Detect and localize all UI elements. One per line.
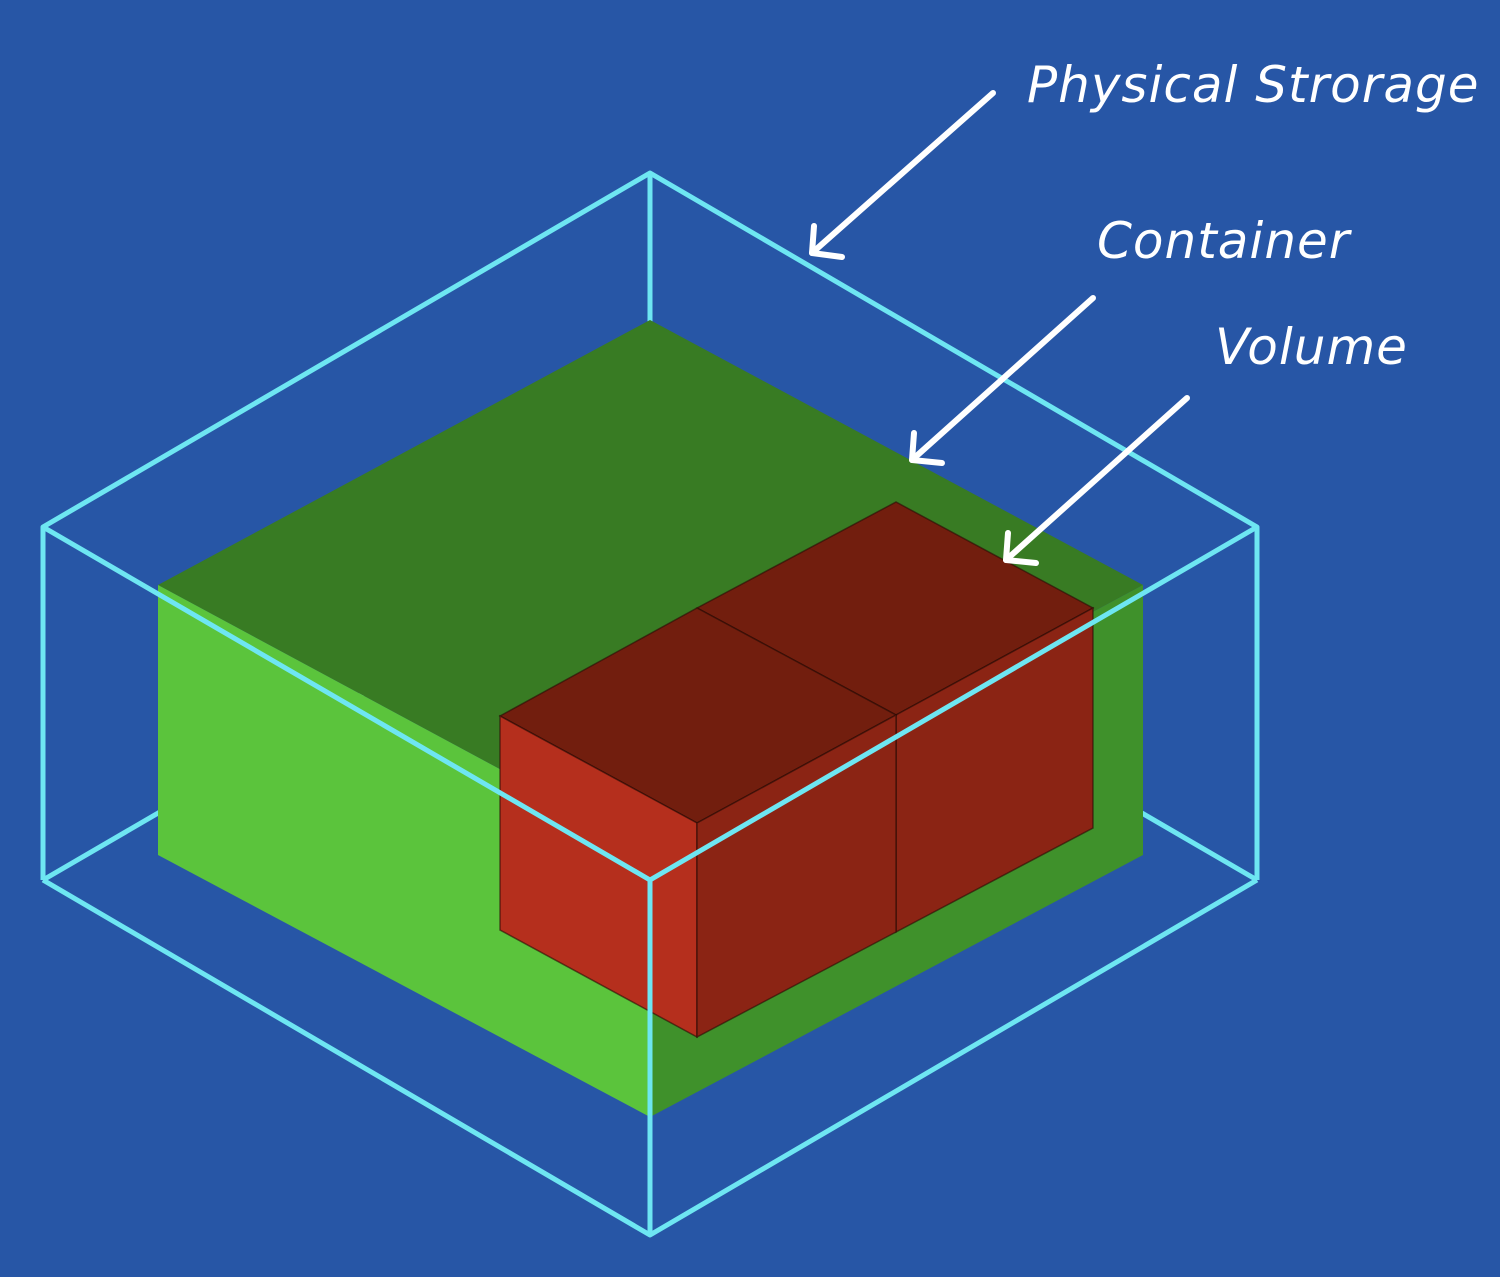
physical-storage-arrow xyxy=(809,90,996,260)
container-label: Container xyxy=(1097,212,1353,270)
volume-label: Volume xyxy=(1215,318,1408,376)
physical-storage-label: Physical Strorage xyxy=(1027,56,1479,114)
volume-front-right-face xyxy=(696,713,897,1039)
container-left-face xyxy=(158,585,650,1117)
volume-arrow xyxy=(1003,395,1190,566)
container-top-face xyxy=(158,320,1143,850)
container-arrow xyxy=(909,295,1096,466)
physical-storage-box xyxy=(40,170,1260,1238)
